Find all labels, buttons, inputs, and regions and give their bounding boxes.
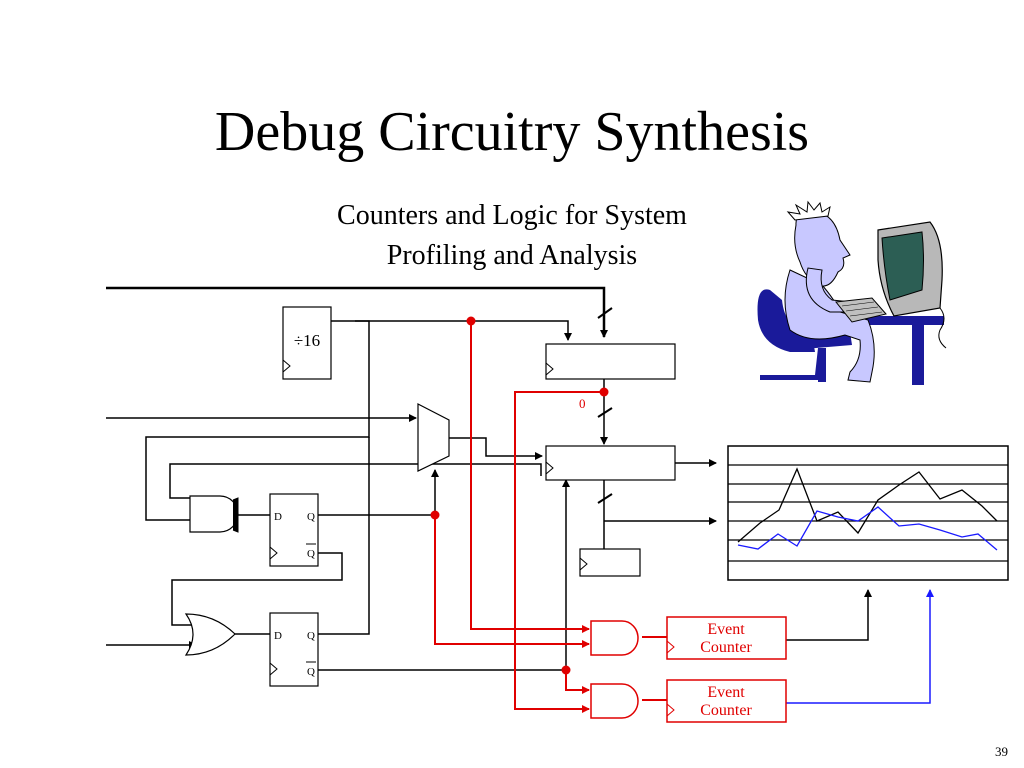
divide-by-16-block: ÷16 — [282, 306, 332, 380]
event-counter-2-line1: Event — [707, 684, 745, 701]
mux-to-reg2-wire — [449, 437, 543, 460]
bus-slash-3 — [597, 493, 613, 504]
register-2 — [545, 445, 676, 481]
ff2-qbar-label: Q — [307, 666, 315, 678]
desk-leg — [912, 320, 924, 385]
bus-slash-1 — [597, 307, 613, 319]
keyboard — [835, 297, 887, 323]
subtitle-line-2: Profiling and Analysis — [386, 240, 638, 271]
person-head — [794, 211, 851, 287]
register-1 — [545, 343, 676, 380]
debug-wire-4 — [565, 670, 590, 694]
mux-zero-label: 0 — [579, 396, 586, 411]
ff1-qbar-label: Q — [307, 548, 315, 560]
junction-dot — [466, 316, 476, 326]
and-top-input-wire — [169, 463, 542, 499]
divider-to-reg1-wire — [331, 320, 572, 341]
subtitle-line-1: Counters and Logic for System — [337, 200, 687, 231]
slide-subtitle: Counters and Logic for System Profiling … — [262, 196, 762, 276]
monitor-cable — [938, 307, 947, 349]
slide-title: Debug Circuitry Synthesis — [214, 101, 810, 163]
debug-wires — [434, 321, 667, 713]
event-counter-1: Event Counter — [666, 616, 787, 660]
ff1-qbar-wire — [171, 552, 343, 626]
graph-series-black — [737, 467, 998, 543]
monitor-screen — [881, 231, 924, 301]
counter2-to-graph-wire — [786, 589, 934, 704]
slide-number: 39 — [995, 744, 1008, 759]
ff2-q-label: Q — [307, 630, 315, 642]
junction-dot — [599, 387, 609, 397]
event-counter-1-line2: Counter — [700, 639, 752, 656]
chair-leg — [760, 348, 822, 380]
top-bus-wire — [106, 286, 608, 338]
profile-graph — [727, 445, 1009, 581]
bus-slash-2 — [597, 407, 613, 418]
junction-dot — [561, 665, 571, 675]
person-hair — [786, 200, 831, 221]
debug-wire-1 — [470, 321, 590, 633]
junction-dot — [430, 510, 440, 520]
ff1-d-label: D — [274, 511, 282, 523]
divider-loop-wire — [145, 320, 370, 521]
person-body — [784, 269, 875, 383]
person-at-computer-clipart — [757, 200, 947, 385]
event-counter-1-line1: Event — [707, 621, 745, 638]
desk-top — [824, 316, 944, 325]
debug-wire-2 — [434, 515, 590, 648]
graph-series-blue — [737, 506, 998, 551]
junction-dots — [430, 316, 609, 675]
divider-label: ÷16 — [294, 331, 320, 350]
ff1-q-label: Q — [307, 511, 315, 523]
debug-wire-3 — [514, 391, 604, 713]
flip-flop-2: D Q Q — [269, 612, 319, 687]
event-counter-2: Event Counter — [666, 679, 787, 723]
counter1-to-graph-wire — [786, 589, 872, 641]
debug-and-gate-2 — [590, 683, 639, 719]
or-gate — [184, 613, 236, 656]
debug-and-gate-1 — [590, 620, 639, 656]
ff2-d-label: D — [274, 630, 282, 642]
and-gate — [189, 495, 239, 533]
and-gate-bubble-mark — [232, 497, 239, 533]
flip-flop-1: D Q Q — [269, 493, 319, 567]
event-counter-2-line2: Counter — [700, 702, 752, 719]
small-register — [579, 548, 641, 577]
multiplexer — [417, 403, 450, 472]
chair-post — [818, 348, 826, 382]
ff2-q-wire — [318, 437, 370, 635]
